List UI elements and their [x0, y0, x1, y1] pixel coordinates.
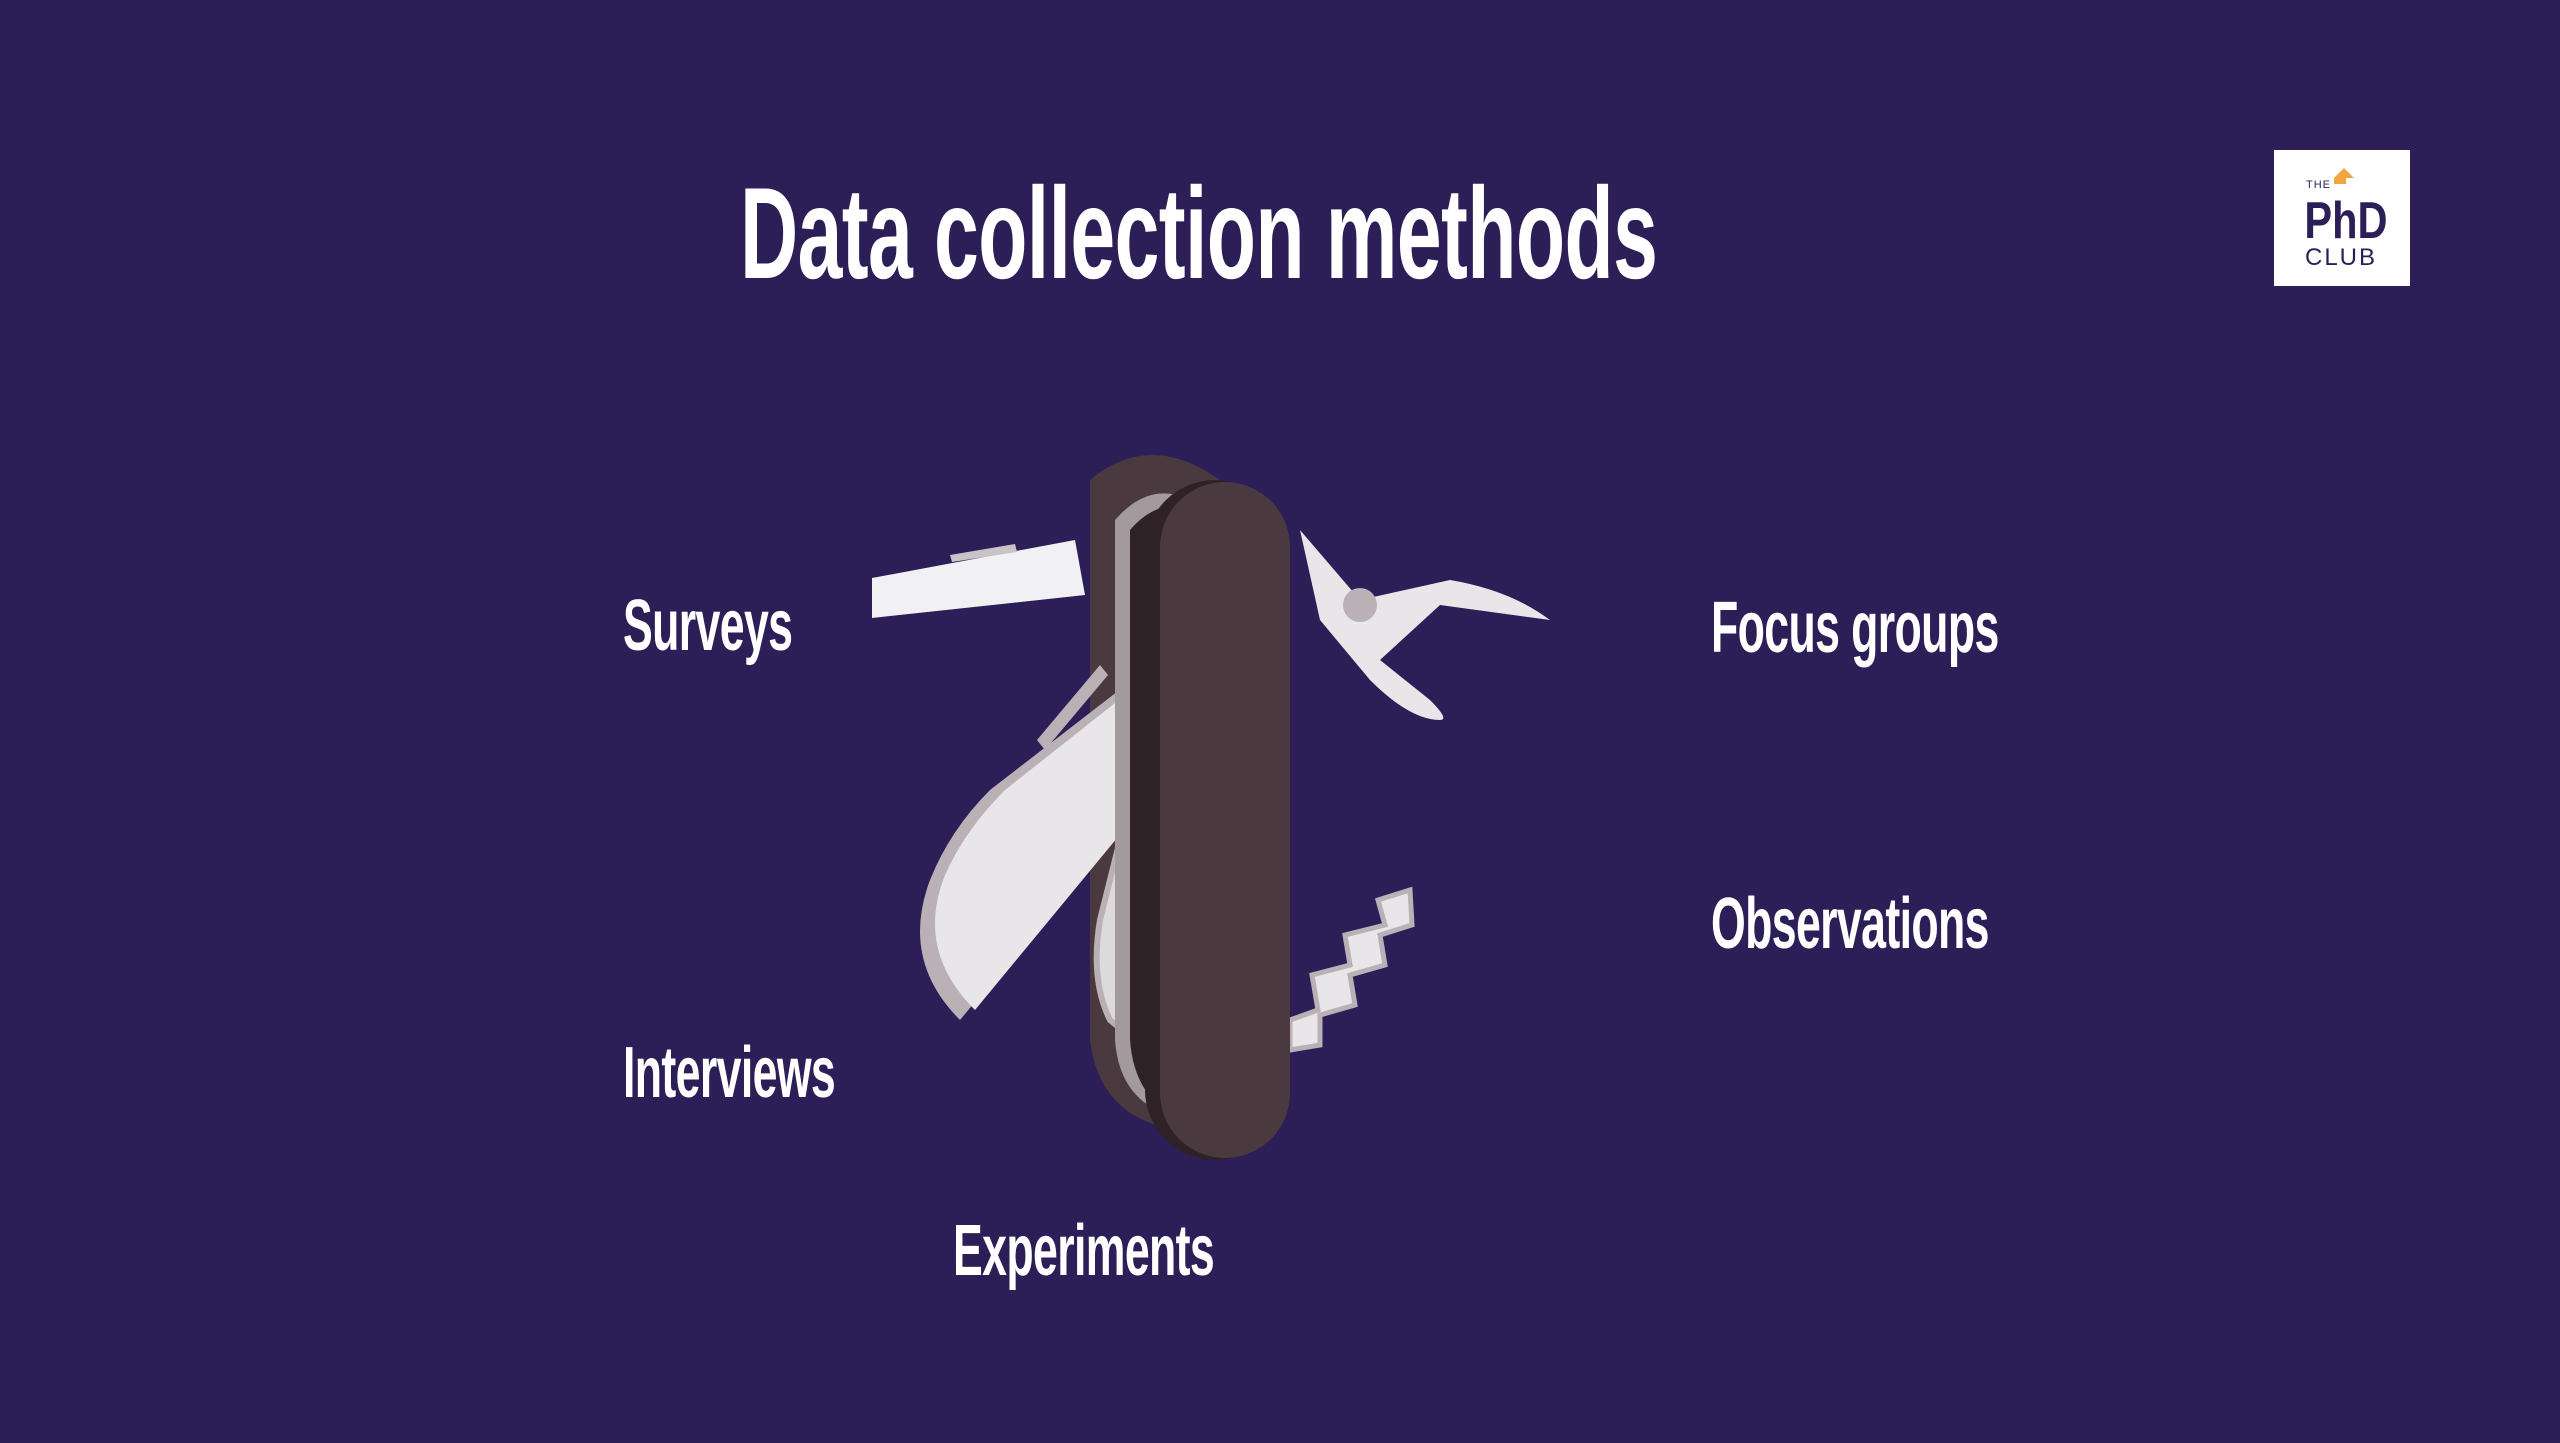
label-surveys: Surveys: [623, 590, 896, 662]
label-interviews-text: Interviews: [623, 1033, 836, 1113]
logo-icon: THE PhD CLUB: [2304, 168, 2388, 271]
label-experiments: Experiments: [953, 1215, 1374, 1287]
label-experiments-text: Experiments: [953, 1211, 1215, 1291]
page-title-text: Data collection methods: [740, 160, 1658, 306]
knife-handle: [1160, 482, 1290, 1158]
logo-phd: PhD: [2304, 191, 2387, 250]
scissors-tool: [1300, 530, 1550, 720]
phd-club-logo: THE PhD CLUB: [2274, 150, 2410, 286]
label-interviews: Interviews: [623, 1037, 965, 1109]
label-observations-text: Observations: [1711, 884, 1989, 964]
label-surveys-text: Surveys: [623, 586, 793, 666]
label-focus-groups-text: Focus groups: [1711, 588, 1999, 668]
large-blade-groove: [1037, 665, 1108, 750]
corkscrew-tool: [1287, 886, 1415, 1053]
swiss-army-knife-icon: [872, 455, 1550, 1160]
scissors-pivot-icon: [1343, 588, 1377, 622]
logo-accent-icon: [2334, 168, 2354, 184]
page-title: Data collection methods: [740, 168, 2220, 298]
logo-club: CLUB: [2305, 244, 2377, 271]
logo-the: THE: [2306, 179, 2331, 191]
label-focus-groups: Focus groups: [1711, 592, 2175, 664]
small-blade-tool: [872, 540, 1085, 618]
label-observations: Observations: [1711, 888, 2159, 960]
small-blade-groove: [950, 544, 1017, 562]
